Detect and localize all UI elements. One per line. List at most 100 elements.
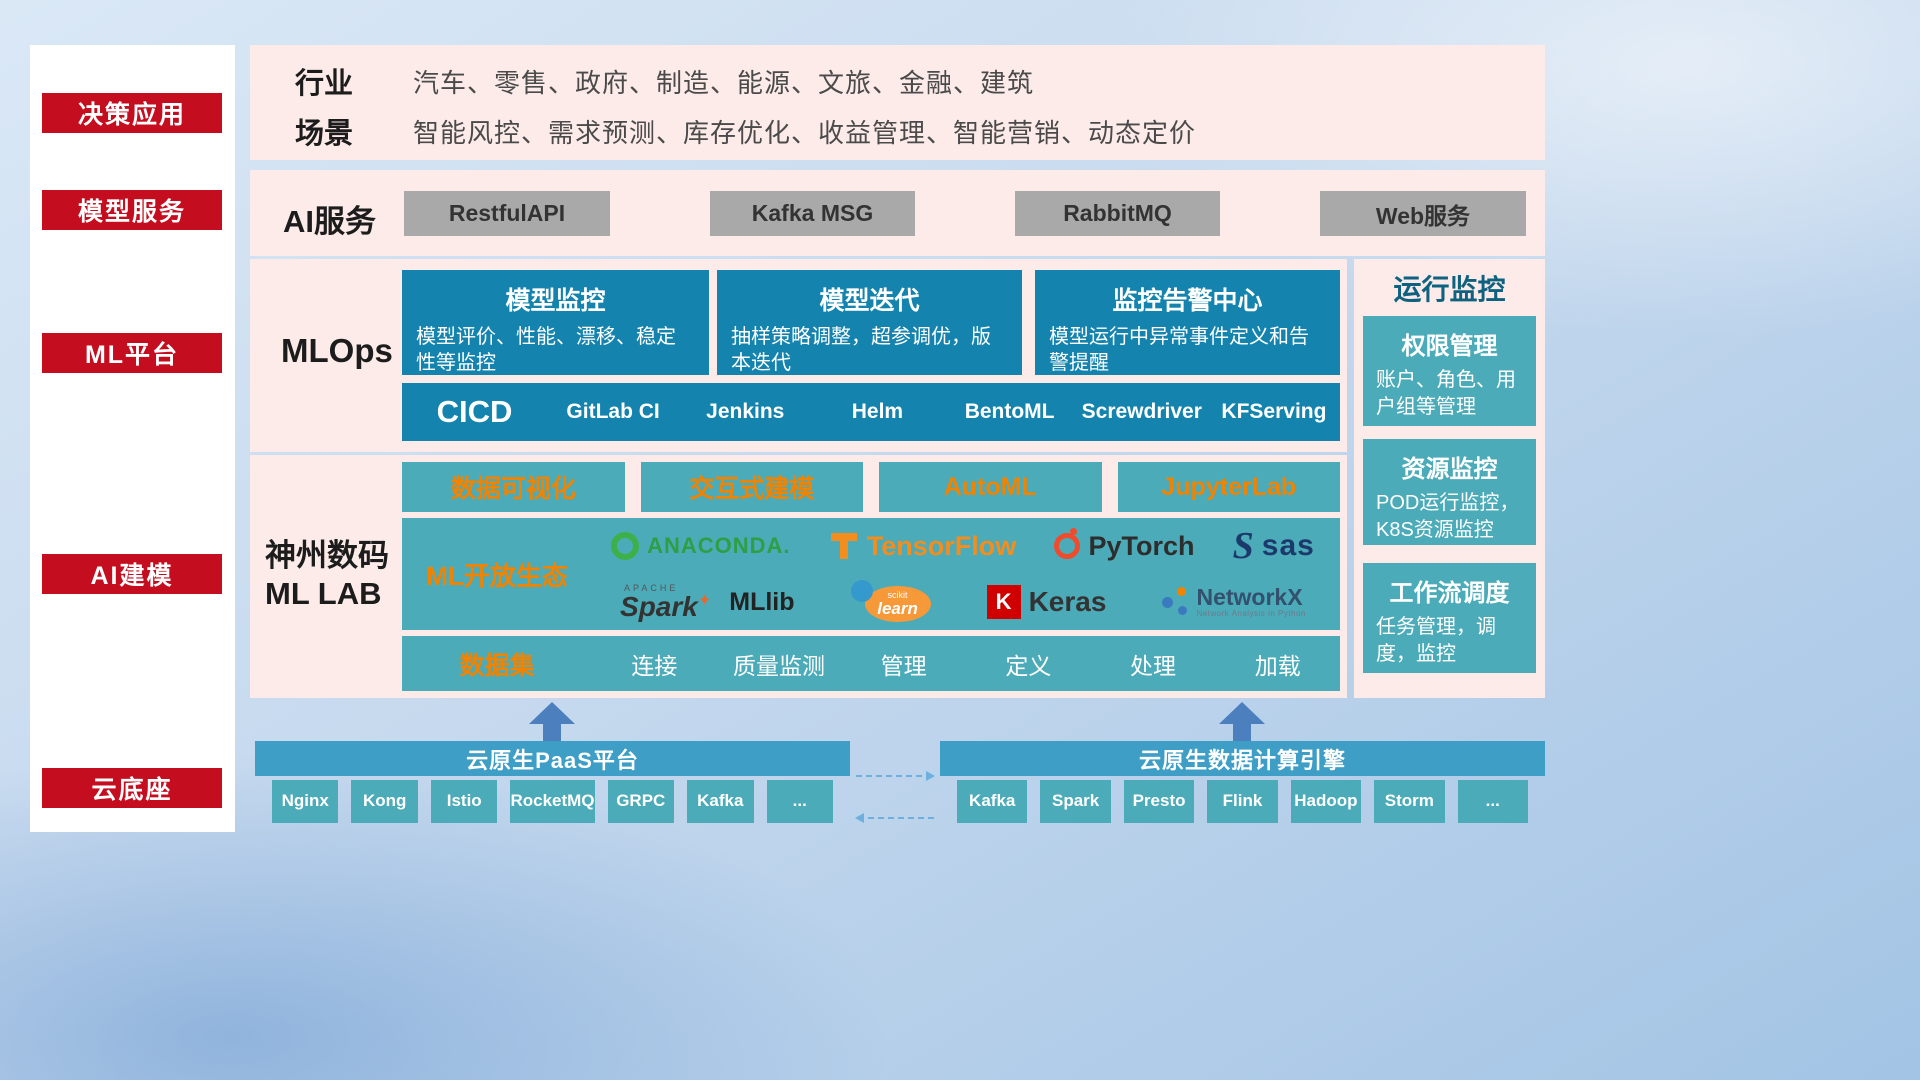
logo-tensorflow: TensorFlow xyxy=(829,530,1017,562)
mllab-title-line1: 神州数码 xyxy=(265,538,389,573)
left-rail xyxy=(30,45,235,832)
tool-interactive-modeling: 交互式建模 xyxy=(640,462,863,512)
logo-spark: APACHE Spark✦ xyxy=(620,583,712,622)
logo-anaconda: ANACONDA. xyxy=(611,532,790,560)
component-presto: Presto xyxy=(1123,780,1195,823)
card-title: 模型监控 xyxy=(505,287,606,315)
spark-text: Spark✦ xyxy=(620,590,712,622)
tensorflow-text: TensorFlow xyxy=(866,530,1017,561)
keras-text: Keras xyxy=(1028,586,1107,617)
ecosystem-logos-row-1: ANACONDA. TensorFlow PyTorch sas xyxy=(592,518,1334,574)
logo-scikit-learn: scikit learn xyxy=(850,580,931,624)
component-kong: Kong xyxy=(351,780,418,823)
service-kafka-msg: Kafka MSG xyxy=(710,191,915,236)
component-storm: Storm xyxy=(1374,780,1445,823)
runtime-monitor-panel: 运行监控 权限管理 账户、角色、用户组等管理 资源监控 POD运行监控，K8S资… xyxy=(1354,259,1545,698)
scikit-learn-icon: scikit learn xyxy=(864,586,931,622)
component-kafka: Kafka xyxy=(687,780,754,823)
paas-platform-bar: 云原生PaaS平台 xyxy=(255,741,850,776)
mlops-label: MLOps xyxy=(281,332,393,369)
card-desc: 账户、角色、用户组等管理 xyxy=(1376,369,1516,418)
anaconda-icon xyxy=(611,532,640,560)
component-spark: Spark xyxy=(1040,780,1111,823)
card-desc: 模型运行中异常事件定义和告警提醒 xyxy=(1049,326,1309,375)
card-desc: POD运行监控，K8S资源监控 xyxy=(1376,492,1520,541)
networkx-text: NetworkX xyxy=(1196,583,1303,610)
component-nginx: Nginx xyxy=(272,780,339,823)
mllab-title-line2: ML LAB xyxy=(265,575,382,611)
cicd-bar: CICD GitLab CI Jenkins Helm BentoML Scre… xyxy=(402,383,1340,441)
logo-networkx: NetworkX Network Analysis in Python xyxy=(1162,583,1306,619)
mllib-text: MLlib xyxy=(729,587,795,616)
scene-list: 智能风控、需求预测、库存优化、收益管理、智能营销、动态定价 xyxy=(413,118,1197,148)
service-restfulapi: RestfulAPI xyxy=(404,191,610,236)
cicd-label: CICD xyxy=(436,394,513,429)
card-title: 监控告警中心 xyxy=(1112,287,1263,315)
component-istio: Istio xyxy=(430,780,498,823)
networkx-icon xyxy=(1162,587,1188,617)
ecosystem-logos-row-2: APACHE Spark✦ MLlib scikit learn K Keras xyxy=(592,574,1334,630)
mllab-tools-row: 数据可视化 交互式建模 AutoML JupyterLab xyxy=(402,462,1340,512)
cicd-tool-bentoml: BentoML xyxy=(964,400,1055,423)
sidebar-item-cloud-base: 云底座 xyxy=(42,768,222,808)
card-desc: 任务管理，调度，监控 xyxy=(1376,616,1496,665)
component-grpc: GRPC xyxy=(607,780,675,823)
sidebar-item-decision-apps: 决策应用 xyxy=(42,93,222,133)
mlops-panel: MLOps 模型监控 模型评价、性能、漂移、稳定性等监控 模型迭代 抽样策略调整… xyxy=(250,259,1347,452)
card-alert-center: 监控告警中心 模型运行中异常事件定义和告警提醒 xyxy=(1035,270,1340,375)
scikit-text: scikit xyxy=(887,590,908,600)
dataset-item-load: 加载 xyxy=(1254,652,1301,679)
ml-ecosystem-box: ML开放生态 ANACONDA. TensorFlow PyTorch sas xyxy=(402,518,1340,630)
industry-label: 行业 xyxy=(295,68,354,100)
card-desc: 抽样策略调整，超参调优，版本迭代 xyxy=(731,326,991,375)
logo-keras: K Keras xyxy=(986,585,1107,619)
pytorch-icon xyxy=(1054,528,1081,559)
card-resource-monitoring: 资源监控 POD运行监控，K8S资源监控 xyxy=(1363,439,1536,545)
cicd-tool-gitlab-ci: GitLab CI xyxy=(566,400,660,423)
mllab-panel: 神州数码 ML LAB 数据可视化 交互式建模 AutoML JupyterLa… xyxy=(250,455,1347,698)
dataset-item-define: 定义 xyxy=(1005,652,1052,679)
up-arrow-right xyxy=(1219,702,1265,741)
anaconda-text: ANACONDA. xyxy=(647,533,791,558)
dataset-label: 数据集 xyxy=(459,651,535,680)
cicd-tool-screwdriver: Screwdriver xyxy=(1081,400,1202,423)
ai-service-panel: AI服务 RestfulAPI Kafka MSG RabbitMQ Web服务 xyxy=(250,170,1545,256)
sidebar-item-ai-modeling: AI建模 xyxy=(42,554,222,594)
cicd-tool-jenkins: Jenkins xyxy=(706,400,785,423)
card-permission-management: 权限管理 账户、角色、用户组等管理 xyxy=(1363,316,1536,426)
networkx-subtitle: Network Analysis in Python xyxy=(1196,609,1306,619)
scene-label: 场景 xyxy=(295,118,354,150)
tensorflow-icon xyxy=(829,531,859,561)
tool-jupyterlab: JupyterLab xyxy=(1117,462,1340,512)
cicd-tool-helm: Helm xyxy=(851,400,904,423)
sas-text: sas xyxy=(1261,529,1315,562)
learn-text: learn xyxy=(877,599,918,618)
dataset-row: 数据集 连接 质量监测 管理 定义 处理 加载 xyxy=(402,636,1340,691)
dataset-item-process: 处理 xyxy=(1130,652,1177,679)
card-desc: 模型评价、性能、漂移、稳定性等监控 xyxy=(416,326,676,375)
runtime-monitor-title: 运行监控 xyxy=(1393,274,1506,305)
pytorch-text: PyTorch xyxy=(1088,530,1195,561)
component-kafka: Kafka xyxy=(957,780,1028,823)
keras-icon: K xyxy=(986,585,1021,619)
card-title: 权限管理 xyxy=(1401,333,1498,360)
scikit-circle-icon xyxy=(850,580,873,602)
ml-ecosystem-label: ML开放生态 xyxy=(426,560,568,591)
component-flink: Flink xyxy=(1207,780,1278,823)
logo-sas: sas xyxy=(1233,524,1315,568)
up-arrow-left xyxy=(529,702,575,741)
logo-pytorch: PyTorch xyxy=(1054,528,1195,562)
card-workflow-scheduling: 工作流调度 任务管理，调度，监控 xyxy=(1363,563,1536,673)
logo-spark-mllib: APACHE Spark✦ MLlib xyxy=(620,583,795,622)
service-rabbitmq: RabbitMQ xyxy=(1015,191,1220,236)
dashed-arrow-left xyxy=(855,813,934,823)
industry-list: 汽车、零售、政府、制造、能源、文旅、金融、建筑 xyxy=(413,68,1035,98)
card-model-iteration: 模型迭代 抽样策略调整，超参调优，版本迭代 xyxy=(717,270,1022,375)
service-web: Web服务 xyxy=(1320,191,1526,236)
dataset-item-connect: 连接 xyxy=(631,652,678,679)
paas-components-row: Nginx Kong Istio RocketMQ GRPC Kafka ... xyxy=(255,780,850,823)
dataset-item-quality: 质量监测 xyxy=(733,652,825,679)
component-more: ... xyxy=(766,780,833,823)
card-title: 模型迭代 xyxy=(819,287,920,315)
